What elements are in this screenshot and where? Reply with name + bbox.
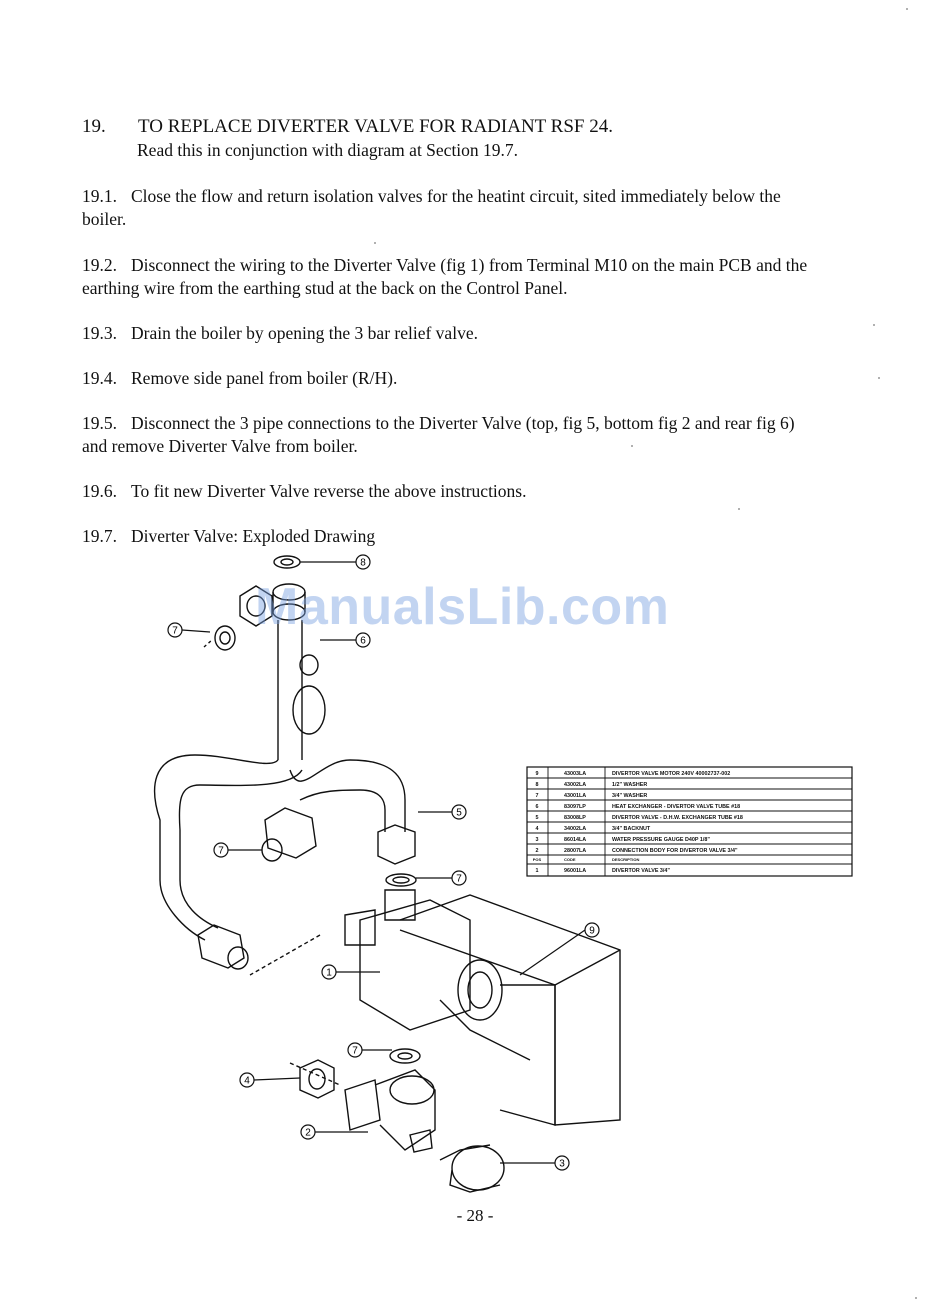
step-number: 19.4.: [82, 368, 117, 388]
callout-2: 2: [300, 1124, 316, 1140]
callout-4: 4: [239, 1072, 255, 1088]
step-text: Close the flow and return isolation valv…: [82, 186, 781, 229]
step-19-5: 19.5.Disconnect the 3 pipe connections t…: [82, 412, 822, 458]
step-number: 19.6.: [82, 481, 117, 501]
section-subtitle: Read this in conjunction with diagram at…: [137, 140, 519, 160]
svg-text:7: 7: [456, 874, 462, 885]
part-desc: 3/4" WASHER: [612, 793, 647, 799]
part-pos: 1: [536, 868, 539, 874]
step-text: Disconnect the 3 pipe connections to the…: [82, 413, 795, 456]
page-number: - 28 -: [456, 1206, 494, 1225]
callout-5: 5: [451, 804, 467, 820]
callout-3: 3: [554, 1155, 570, 1171]
part-code: 43001LA: [564, 793, 586, 799]
part-desc: DIVERTOR VALVE 3/4": [612, 868, 670, 874]
svg-text:7: 7: [218, 846, 224, 857]
header-pos: POS: [533, 857, 542, 862]
part-pos: 8: [536, 782, 539, 788]
step-19-2: 19.2.Disconnect the wiring to the Divert…: [82, 254, 822, 300]
step-19-6: 19.6. To fit new Diverter Valve reverse t…: [82, 480, 822, 503]
part-code: 86014LA: [564, 837, 586, 843]
step-text: Drain the boiler by opening the 3 bar re…: [131, 323, 478, 343]
part-desc: HEAT EXCHANGER - DIVERTOR VALVE TUBE #18: [612, 804, 740, 810]
svg-text:7: 7: [172, 626, 178, 637]
callout-1: 1: [321, 964, 337, 980]
step-text: Remove side panel from boiler (R/H).: [131, 368, 398, 388]
part-desc: DIVERTOR VALVE MOTOR 240V 40002737-002: [612, 771, 730, 777]
step-19-3: 19.3. Drain the boiler by opening the 3 b…: [82, 322, 822, 345]
callout-7-lower: 7: [347, 1042, 363, 1058]
speck: [374, 242, 376, 244]
speck: [878, 377, 880, 379]
section-heading: 19. TO REPLACE DIVERTER VALVE FOR RADIANT…: [82, 116, 613, 138]
part-desc: 3/4" BACKNUT: [612, 826, 651, 832]
callout-7-upper: 7: [167, 622, 183, 638]
step-number: 19.7.: [82, 526, 117, 546]
svg-text:8: 8: [360, 558, 366, 569]
speck: [906, 8, 908, 10]
svg-text:2: 2: [305, 1128, 311, 1139]
step-text: To fit new Diverter Valve reverse the ab…: [131, 481, 527, 501]
part-pos: 9: [536, 771, 539, 777]
part-code: 83097LP: [564, 804, 586, 810]
part-code: 43003LA: [564, 771, 586, 777]
callout-7-middle: 7: [451, 870, 467, 886]
part-code: 96001LA: [564, 868, 586, 874]
step-number: 19.1.: [82, 186, 117, 206]
callout-9: 9: [584, 922, 600, 938]
svg-text:5: 5: [456, 808, 462, 819]
part-pos: 6: [536, 804, 539, 810]
svg-text:1: 1: [326, 968, 332, 979]
svg-text:6: 6: [360, 636, 366, 647]
part-desc: CONNECTION BODY FOR DIVERTOR VALVE 3/4": [612, 848, 738, 854]
step-number: 19.3.: [82, 323, 117, 343]
step-19-4: 19.4. Remove side panel from boiler (R/H)…: [82, 367, 822, 390]
part-pos: 2: [536, 848, 539, 854]
svg-text:7: 7: [352, 1046, 358, 1057]
callout-leaders: [181, 561, 586, 1164]
part-desc: WATER PRESSURE GAUGE D40P 1/8": [612, 837, 710, 843]
part-pos: 5: [536, 815, 539, 821]
step-19-7: 19.7. Diverter Valve: Exploded Drawing: [82, 525, 822, 548]
callout-6: 6: [355, 632, 371, 648]
speck: [873, 324, 875, 326]
watermark: ManualsLib.com: [255, 578, 670, 636]
step-number: 19.5.: [82, 413, 117, 433]
part-pos: 3: [536, 837, 539, 843]
speck: [915, 1297, 917, 1299]
part-pos: 4: [536, 826, 539, 832]
header-desc: DESCRIPTION: [612, 857, 639, 862]
section-number: 19.: [82, 116, 106, 137]
part-code: 28007LA: [564, 848, 586, 854]
speck: [631, 445, 633, 447]
callout-7-left: 7: [213, 842, 229, 858]
part-desc: 1/2" WASHER: [612, 782, 647, 788]
svg-text:3: 3: [559, 1159, 565, 1170]
svg-text:4: 4: [244, 1076, 250, 1087]
step-text: Diverter Valve: Exploded Drawing: [131, 526, 376, 546]
svg-text:9: 9: [589, 926, 595, 937]
step-text: Disconnect the wiring to the Diverter Va…: [82, 255, 808, 298]
part-code: 34002LA: [564, 826, 586, 832]
step-19-1: 19.1.Close the flow and return isolation…: [82, 185, 822, 231]
part-code: 83008LP: [564, 815, 586, 821]
header-code: CODE: [564, 857, 576, 862]
diagram-linework: [154, 555, 621, 1193]
part-pos: 7: [536, 793, 539, 799]
part-desc: DIVERTOR VALVE - D.H.W. EXCHANGER TUBE #…: [612, 815, 743, 821]
callout-8: 8: [355, 554, 371, 570]
part-code: 43002LA: [564, 782, 586, 788]
speck: [738, 508, 740, 510]
parts-table: 9 43003LA DIVERTOR VALVE MOTOR 240V 4000…: [526, 766, 853, 877]
section-title: TO REPLACE DIVERTER VALVE FOR RADIANT RS…: [138, 116, 613, 137]
step-number: 19.2.: [82, 255, 117, 275]
